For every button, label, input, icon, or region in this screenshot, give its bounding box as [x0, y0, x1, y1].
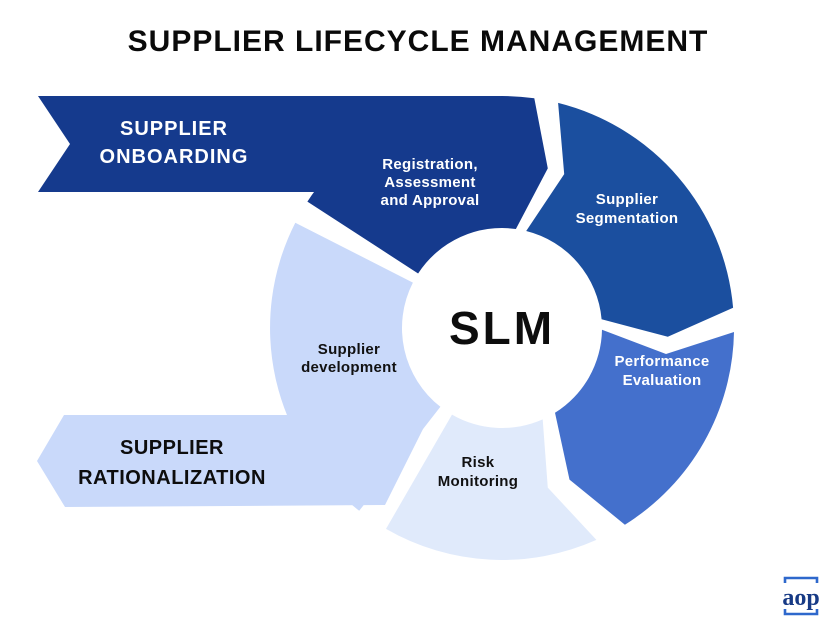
risk-label-line2: Monitoring — [438, 473, 518, 490]
supplier-onboarding-banner — [38, 96, 500, 192]
logo-bottom-bracket — [783, 609, 819, 616]
center-circle — [404, 230, 600, 426]
page-title: SUPPLIER LIFECYCLE MANAGEMENT — [127, 25, 709, 58]
risk-label-line1: Risk — [462, 454, 495, 471]
onboarding-segment-label-line3: and Approval — [381, 192, 480, 209]
segmentation-label-line2: Segmentation — [576, 210, 679, 227]
aop-logo: aop — [778, 574, 824, 618]
rationalization-banner-label-line1: SUPPLIER — [120, 437, 224, 459]
onboarding-banner-label-line1: SUPPLIER — [120, 118, 228, 140]
onboarding-segment-label-line1: Registration, — [382, 156, 478, 173]
onboarding-segment-label-line2: Assessment — [384, 174, 475, 191]
performance-evaluation-segment — [555, 329, 734, 525]
logo-top-bracket — [783, 576, 819, 583]
supplier-rationalization-banner — [37, 415, 430, 507]
rationalization-banner-label-line2: RATIONALIZATION — [78, 467, 266, 489]
risk-monitoring-segment — [386, 414, 597, 560]
performance-label-line1: Performance — [614, 353, 709, 370]
center-label: SLM — [449, 302, 555, 354]
onboarding-banner-label-line2: ONBOARDING — [100, 146, 249, 168]
segmentation-label-line1: Supplier — [596, 191, 658, 208]
development-label-line1: Supplier — [318, 341, 380, 358]
development-label-line2: development — [301, 359, 397, 376]
logo-text: aop — [782, 585, 819, 611]
supplier-segmentation-segment — [526, 102, 734, 337]
performance-label-line2: Evaluation — [623, 372, 702, 389]
